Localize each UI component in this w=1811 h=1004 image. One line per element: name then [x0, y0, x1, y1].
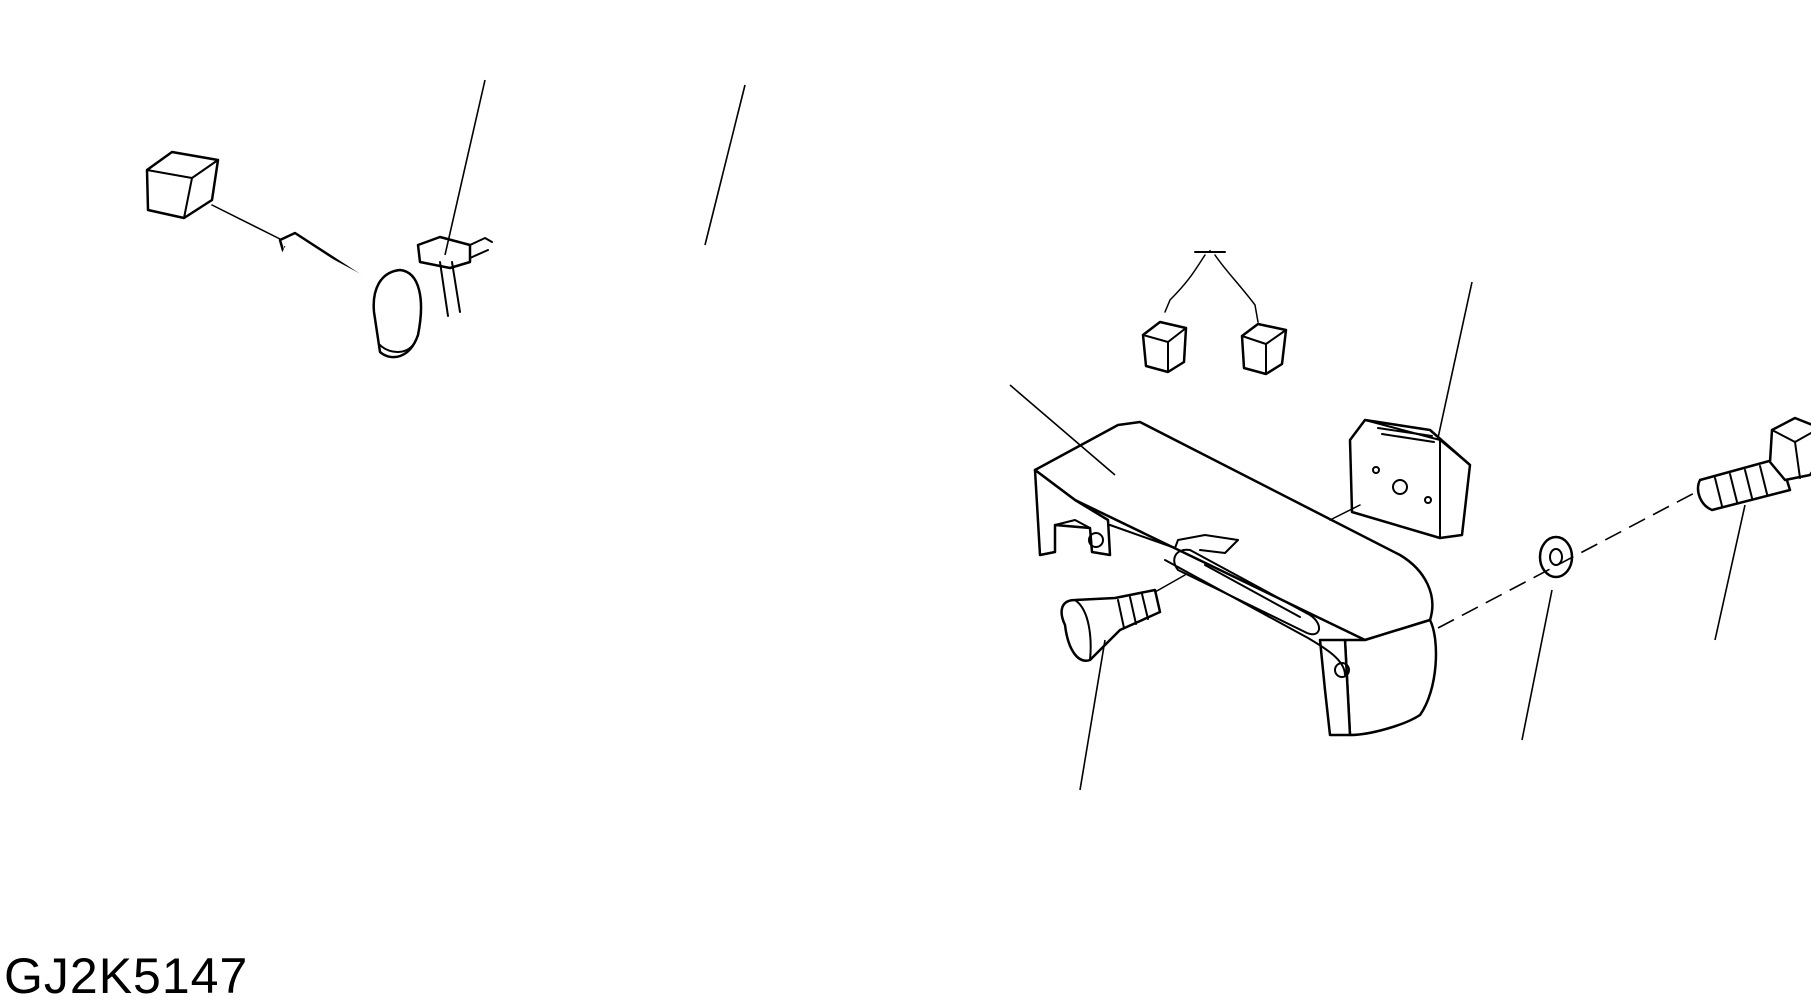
- screw-axis-line: [1154, 574, 1186, 593]
- wire-harness: [145, 0, 1288, 376]
- assembly-axis-line: [1437, 489, 1701, 629]
- bolt: [1696, 416, 1811, 512]
- leader-washer: [1521, 589, 1553, 741]
- leader-bolt: [1714, 504, 1746, 641]
- leader-holder: [1437, 281, 1473, 439]
- leader-screw: [1079, 639, 1106, 791]
- leader-harness: [704, 84, 746, 246]
- harness-branch-connector-right: [1240, 322, 1288, 376]
- screw: [1060, 588, 1162, 662]
- drawing-code: GJ2K5147: [4, 948, 249, 1004]
- leader-bracket: [1009, 384, 1116, 476]
- holder-axis-line: [1329, 504, 1361, 521]
- harness-end-connector: [145, 150, 220, 220]
- harness-clamp: [372, 235, 493, 359]
- leader-clamp: [444, 79, 486, 256]
- mounting-bracket: [1033, 420, 1438, 737]
- harness-branch-connector-left: [1141, 320, 1188, 374]
- connector-holder: [1348, 418, 1472, 540]
- leader-lines: [444, 79, 1746, 791]
